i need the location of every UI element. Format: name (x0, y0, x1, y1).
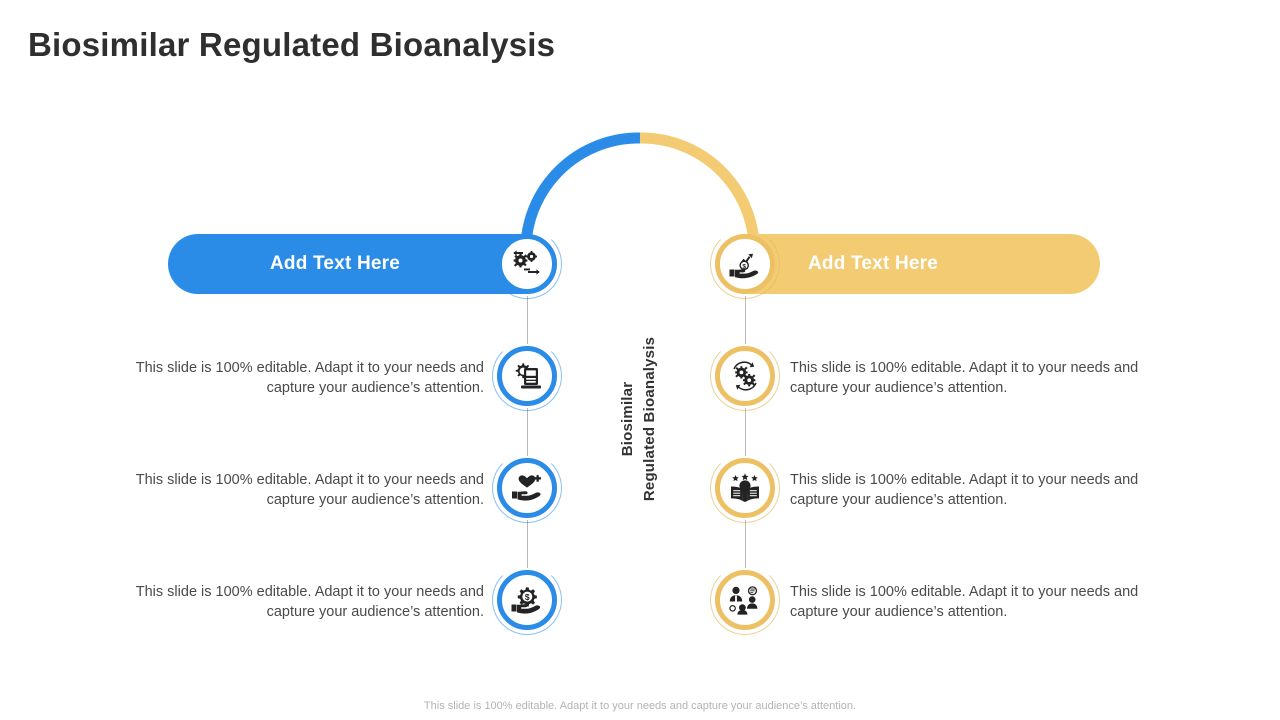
right-item-2-text: This slide is 100% editable. Adapt it to… (790, 472, 1139, 508)
badge-outer-ring (710, 341, 780, 411)
left-branch-header-label: Add Text Here (270, 253, 400, 274)
center-label-line-2: Regulated Bioanalysis (641, 336, 658, 502)
page-title: Biosimilar Regulated Bioanalysis (28, 26, 556, 63)
gears-exchange-icon (497, 234, 557, 294)
book-lightbulb-stars-icon (715, 458, 775, 518)
left-item-3-text: This slide is 100% editable. Adapt it to… (135, 584, 484, 620)
footer-note: This slide is 100% editable. Adapt it to… (423, 700, 857, 712)
gears-rotation-icon (715, 346, 775, 406)
hand-gear-dollar-icon: $ (497, 570, 557, 630)
right-connector-3 (745, 520, 746, 568)
right-item-1-text: This slide is 100% editable. Adapt it to… (790, 360, 1139, 396)
right-item-2-icon-badge[interactable] (710, 453, 780, 523)
left-item-2-icon-badge[interactable] (492, 453, 562, 523)
badge-outer-ring (492, 229, 562, 299)
hand-money-growth-icon: $ (715, 234, 775, 294)
badge-outer-ring (710, 565, 780, 635)
right-branch-header-label: Add Text Here (808, 253, 938, 274)
badge-outer-ring (710, 229, 780, 299)
left-item-1-text: This slide is 100% editable. Adapt it to… (135, 360, 484, 396)
right-connector-1 (745, 296, 746, 344)
left-branch-header-bar[interactable]: Add Text Here (168, 234, 554, 294)
left-branch-header-icon-badge[interactable] (492, 229, 562, 299)
right-item-3-icon-badge[interactable] (710, 565, 780, 635)
right-item-3-text: This slide is 100% editable. Adapt it to… (790, 584, 1139, 620)
left-connector-3 (527, 520, 528, 568)
badge-outer-ring (492, 453, 562, 523)
right-item-1-icon-badge[interactable] (710, 341, 780, 411)
badge-outer-ring (492, 341, 562, 411)
left-item-1-icon-badge[interactable] (492, 341, 562, 411)
left-connector-1 (527, 296, 528, 344)
svg-text:$: $ (525, 592, 530, 602)
left-connector-2 (527, 408, 528, 456)
left-item-2-text: This slide is 100% editable. Adapt it to… (135, 472, 484, 508)
badge-outer-ring (492, 565, 562, 635)
badge-outer-ring (710, 453, 780, 523)
center-label-line-1: Biosimilar (619, 381, 636, 457)
right-connector-2 (745, 408, 746, 456)
badge-ring (497, 458, 557, 518)
right-branch-header-bar[interactable]: Add Text Here (718, 234, 1100, 294)
hand-heart-medical-icon (497, 458, 557, 518)
badge-ring (497, 234, 557, 294)
svg-text:$: $ (742, 263, 746, 270)
gear-document-icon (497, 346, 557, 406)
left-item-3-icon-badge[interactable]: $ (492, 565, 562, 635)
right-branch-header-icon-badge[interactable]: $ (710, 229, 780, 299)
team-communication-icon (715, 570, 775, 630)
badge-ring (715, 570, 775, 630)
